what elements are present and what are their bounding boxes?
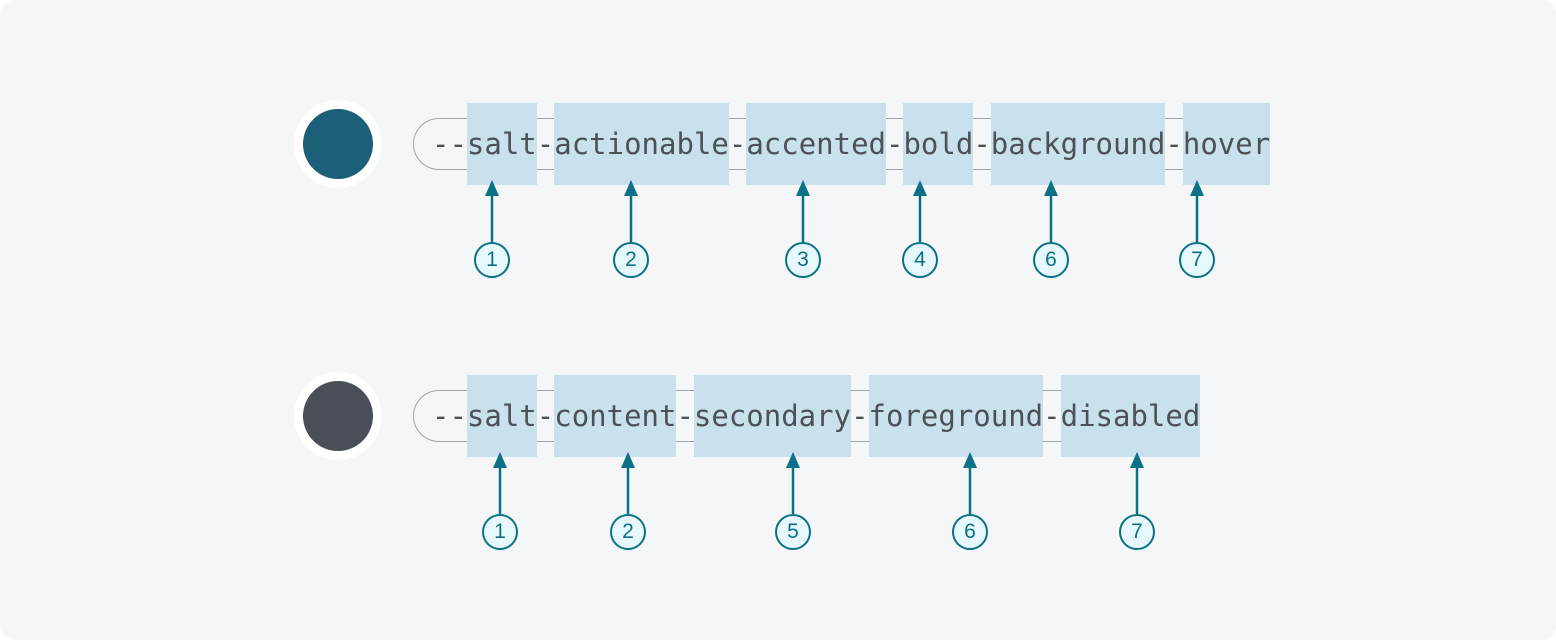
token-segment-highlighted: disabled <box>1060 375 1201 457</box>
marker-number-circle: 6 <box>952 514 988 550</box>
token-segment-separator: - <box>676 399 694 433</box>
token-segment-highlighted: foreground <box>868 375 1044 457</box>
token-segment-separator: - <box>536 399 555 433</box>
color-swatch-wrapper-2 <box>294 368 382 464</box>
color-swatch-wrapper-1 <box>294 96 382 192</box>
up-arrow-icon <box>913 180 927 242</box>
marker-number-circle: 2 <box>613 242 649 278</box>
token-segment-separator: - <box>886 127 904 161</box>
token-segment-highlighted: salt <box>466 103 537 185</box>
marker-number-circle: 4 <box>902 242 938 278</box>
up-arrow-icon <box>796 180 810 242</box>
token-segment-separator: - <box>536 127 555 161</box>
up-arrow-icon <box>624 180 638 242</box>
token-segment-highlighted: secondary <box>693 375 852 457</box>
token-segment-separator: -- <box>432 127 467 161</box>
marker-number-circle: 3 <box>785 242 821 278</box>
token-segment-highlighted: salt <box>466 375 537 457</box>
token-segment-highlighted: background <box>990 103 1166 185</box>
token-segment-separator: - <box>973 127 991 161</box>
token-marker: 5 <box>773 452 813 550</box>
token-segment-highlighted: actionable <box>554 103 729 185</box>
token-marker: 2 <box>608 452 648 550</box>
token-marker: 6 <box>950 452 990 550</box>
token-segment-highlighted: bold <box>903 103 974 185</box>
token-segment-separator: - <box>728 127 747 161</box>
color-swatch-ring-1 <box>294 100 382 188</box>
token-segment-separator: - <box>1043 399 1061 433</box>
token-segment-highlighted: content <box>554 375 677 457</box>
up-arrow-icon <box>1044 180 1058 242</box>
token-marker: 3 <box>783 180 823 278</box>
up-arrow-icon <box>1130 452 1144 514</box>
token-marker: 1 <box>480 452 520 550</box>
token-segment-highlighted: accented <box>746 103 886 185</box>
token-marker: 7 <box>1117 452 1157 550</box>
marker-number-circle: 6 <box>1033 242 1069 278</box>
token-marker: 1 <box>472 180 512 278</box>
marker-number-circle: 5 <box>775 514 811 550</box>
up-arrow-icon <box>493 452 507 514</box>
up-arrow-icon <box>621 452 635 514</box>
marker-number-circle: 7 <box>1119 514 1155 550</box>
token-segment-separator: - <box>851 399 869 433</box>
color-swatch-ring-2 <box>294 372 382 460</box>
token-marker: 4 <box>900 180 940 278</box>
token-marker: 6 <box>1031 180 1071 278</box>
token-marker: 7 <box>1177 180 1217 278</box>
marker-number-circle: 1 <box>474 242 510 278</box>
marker-number-circle: 1 <box>482 514 518 550</box>
token-segment-separator: -- <box>432 399 467 433</box>
content-secondary-foreground-disabled-swatch <box>303 381 373 451</box>
token-segment-separator: - <box>1165 127 1183 161</box>
up-arrow-icon <box>963 452 977 514</box>
up-arrow-icon <box>485 180 499 242</box>
marker-number-circle: 2 <box>610 514 646 550</box>
up-arrow-icon <box>1190 180 1204 242</box>
token-segment-highlighted: hover <box>1182 103 1271 185</box>
token-text-1: --salt-actionable-accented-bold-backgrou… <box>432 103 1271 185</box>
marker-number-circle: 7 <box>1179 242 1215 278</box>
token-marker: 2 <box>611 180 651 278</box>
actionable-accented-bold-background-hover-swatch <box>303 109 373 179</box>
up-arrow-icon <box>786 452 800 514</box>
token-text-2: --salt-content-secondary-foreground-disa… <box>432 375 1201 457</box>
